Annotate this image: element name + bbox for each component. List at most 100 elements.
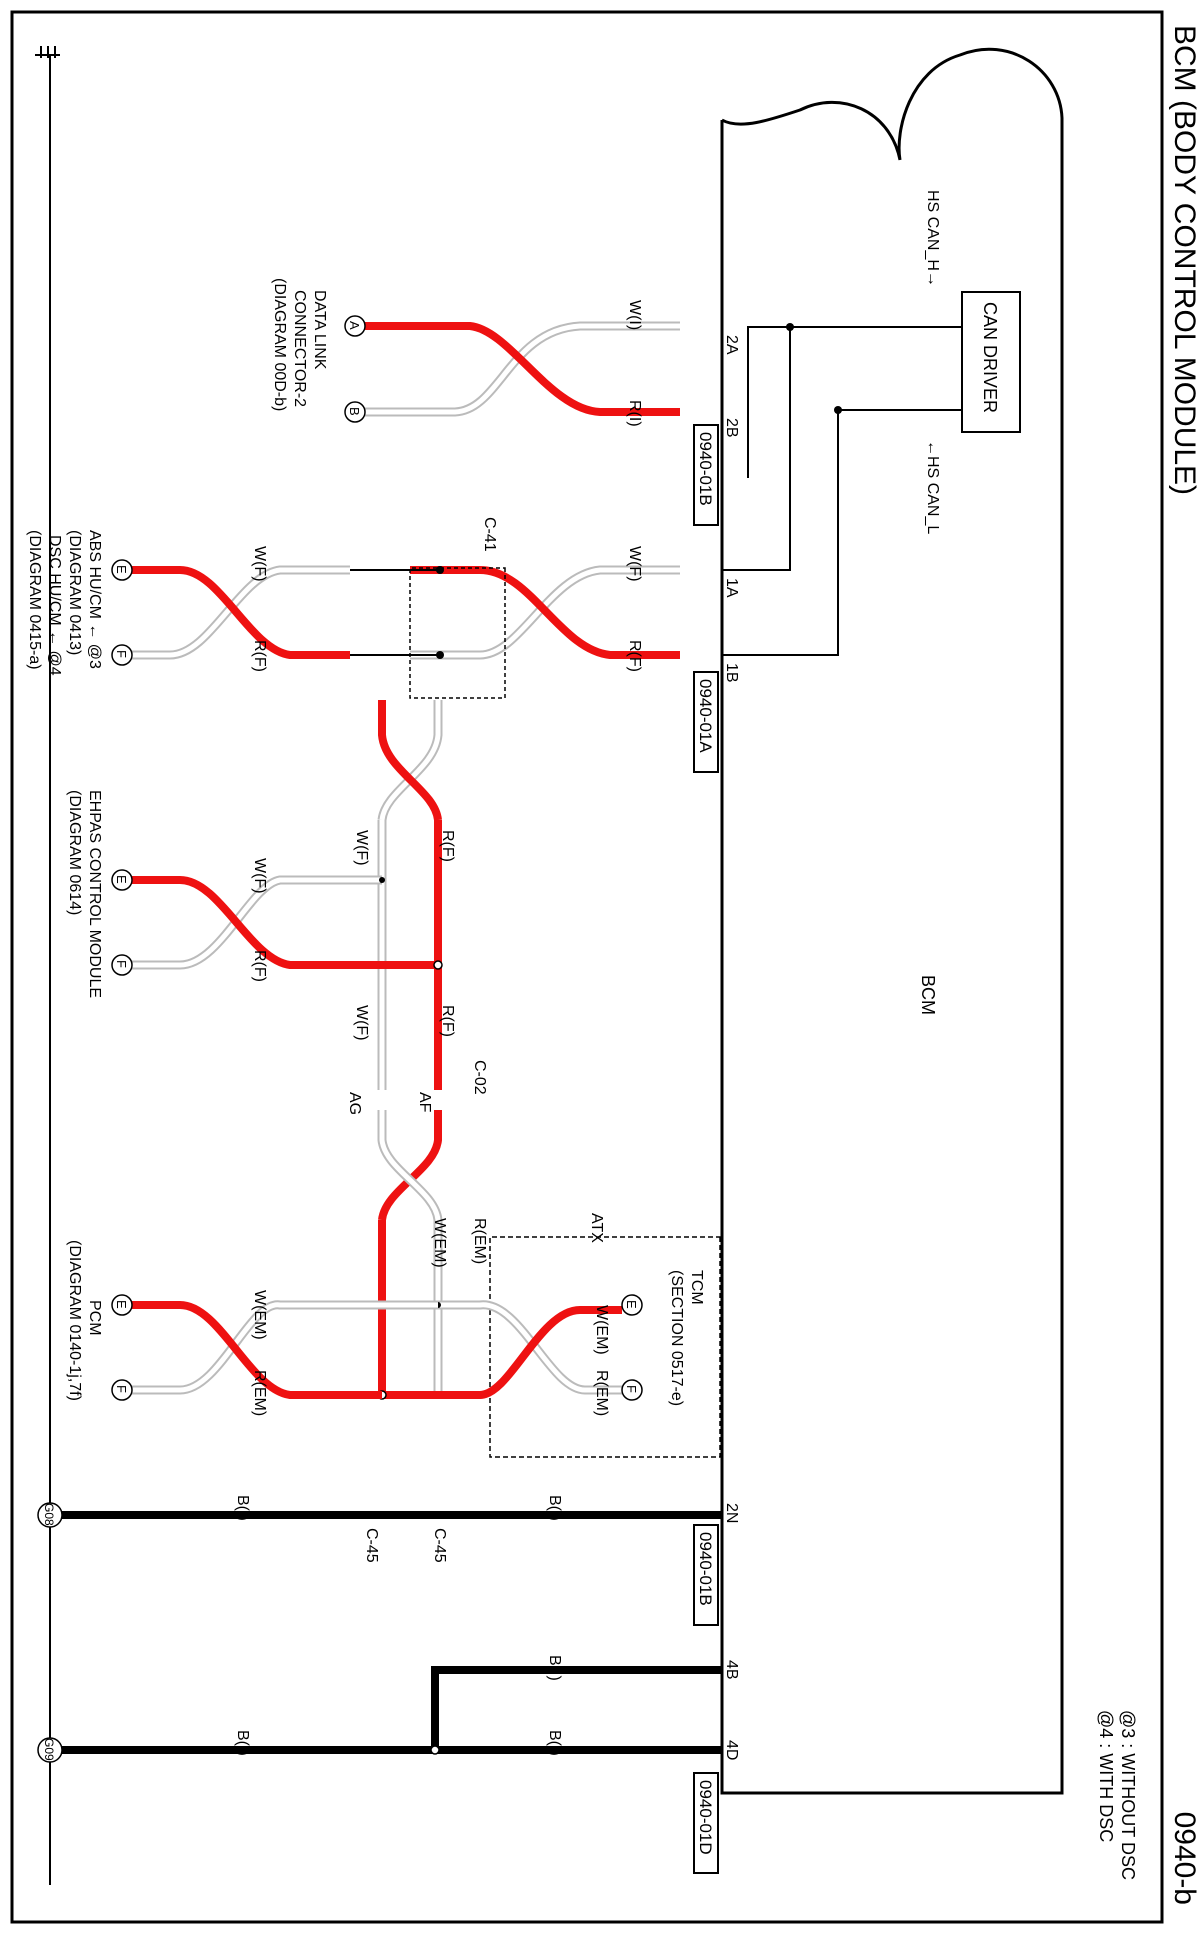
bcm-outline: [720, 47, 1064, 1795]
dlc-label-2: CONNECTOR-2: [291, 290, 308, 407]
abs-label-2: (DIAGRAM 0413): [66, 530, 83, 655]
pin-1b: 1B: [723, 663, 740, 683]
abs-twisted-pair: [130, 565, 350, 660]
abs-label-4: (DIAGRAM 0415-a): [26, 530, 43, 670]
page-code: 0940-b: [1168, 1812, 1200, 1905]
trunk-after-c02: [377, 1110, 443, 1395]
svg-text:E: E: [114, 565, 129, 574]
svg-text:E: E: [624, 1300, 639, 1309]
junction-atx: ATX: [588, 1213, 605, 1243]
svg-text:G08: G08: [42, 1503, 56, 1526]
c41-dashed-box: [409, 567, 506, 699]
tcm-terminal-e: [621, 1294, 643, 1316]
abs-terminal-f: [111, 644, 133, 666]
tcm-twisted-pair: [382, 1300, 622, 1399]
ground-symbol-icon: [35, 46, 60, 58]
svg-text:B(I): B(I): [546, 1495, 563, 1521]
ehpas-twisted-pair: [130, 875, 438, 970]
page-frame: [10, 10, 1164, 1924]
bcm-label: BCM: [918, 975, 938, 1015]
pin-4b: 4B: [723, 1660, 740, 1680]
svg-text:W(F): W(F): [251, 546, 268, 582]
ground-g09: [37, 1737, 63, 1763]
svg-text:W(F): W(F): [353, 830, 370, 866]
junction-c41: C-41: [481, 517, 498, 552]
hs-can-h-label: HS CAN_H→: [924, 190, 941, 287]
pin-2a: 2A: [723, 335, 740, 355]
tcm-label-2: (SECTION 0517-e): [668, 1270, 685, 1406]
abs-terminal-e: [111, 559, 133, 581]
svg-text:R(F): R(F): [251, 640, 268, 672]
junction-c45-lower: C-45: [363, 1528, 380, 1563]
svg-text:R(EM): R(EM): [593, 1370, 610, 1416]
connector-0940-01a: [693, 671, 719, 773]
ground-g08: [37, 1502, 63, 1528]
svg-text:R(EM): R(EM): [251, 1370, 268, 1416]
abs-label-3: DSC HU/CM ← @4: [46, 535, 63, 676]
bcm-to-c41-pair: [410, 565, 680, 660]
ehpas-terminal-e: [111, 869, 133, 891]
can-driver-box: [961, 291, 1021, 433]
note-without-dsc: @3 : WITHOUT DSC: [1118, 1710, 1138, 1880]
pin-1a: 1A: [723, 578, 740, 598]
abs-label-1: ABS HU/CM ← @3: [86, 530, 103, 669]
svg-text:B(I): B(I): [234, 1730, 251, 1756]
connector-0940-01b-bottom: [693, 1524, 719, 1626]
pin-2n: 2N: [723, 1503, 740, 1523]
connector-0940-01b-top-label: 0940-01B: [696, 432, 715, 506]
pin-2b: 2B: [723, 418, 740, 438]
pcm-label-2: (DIAGRAM 0140-1j,7f): [66, 1240, 83, 1401]
connector-0940-01d: [693, 1772, 719, 1874]
tcm-label-1: TCM: [688, 1270, 705, 1305]
hs-can-l-label: ←HS CAN_L: [924, 440, 941, 534]
tcm-terminal-f: [621, 1379, 643, 1401]
pin-4d: 4D: [723, 1740, 740, 1760]
can-driver-label: CAN DRIVER: [980, 302, 1000, 413]
pcm-terminal-e: [111, 1294, 133, 1316]
pcm-twisted-pair: [130, 1300, 438, 1399]
diagram-title: BCM (BODY CONTROL MODULE): [1168, 25, 1200, 495]
svg-text:B(I): B(I): [546, 1655, 563, 1681]
svg-text:W(F): W(F): [353, 1005, 370, 1041]
svg-text:E: E: [114, 875, 129, 884]
svg-text:G09: G09: [42, 1738, 56, 1761]
ground-wires: [55, 1511, 722, 1754]
svg-text:R(F): R(F): [251, 950, 268, 982]
junction-c02: C-02: [471, 1060, 488, 1095]
svg-text:A: A: [347, 321, 362, 330]
connector-0940-01a-label: 0940-01A: [696, 679, 715, 753]
svg-text:R(F): R(F): [439, 830, 456, 862]
can-l-to-1b: [722, 410, 839, 656]
dlc-wire-ri: R(I): [626, 400, 643, 427]
ehpas-label-2: (DIAGRAM 0614): [66, 790, 83, 915]
svg-text:W(F): W(F): [251, 858, 268, 894]
svg-text:F: F: [624, 1385, 639, 1393]
svg-text:R(F): R(F): [626, 640, 643, 672]
junction-c45-upper: C-45: [431, 1528, 448, 1563]
svg-text:E: E: [114, 1300, 129, 1309]
connector-0940-01b-top: [693, 424, 719, 526]
svg-text:W(F): W(F): [626, 546, 643, 582]
rotated-diagram: BCM (BODY CONTROL MODULE) 0940-b @3 : WI…: [26, 25, 1200, 1905]
pcm-label-1: PCM: [86, 1300, 103, 1336]
dlc-label-1: DATA LINK: [311, 290, 328, 370]
dlc-label-3: (DIAGRAM 00D-b): [271, 278, 288, 411]
connector-0940-01b-bottom-label: 0940-01B: [696, 1532, 715, 1606]
junction-af: AF: [416, 1092, 433, 1113]
dlc-twisted-pair: [365, 321, 680, 417]
ehpas-label-1: EHPAS CONTROL MODULE: [86, 790, 103, 998]
atx-dashed-box: [489, 1236, 721, 1458]
dlc-terminal-b: [344, 401, 366, 423]
junction-ag: AG: [346, 1092, 363, 1115]
svg-text:B(I): B(I): [546, 1730, 563, 1756]
connector-0940-01d-label: 0940-01D: [696, 1780, 715, 1855]
svg-text:R(EM): R(EM): [471, 1218, 488, 1264]
pcm-terminal-f: [111, 1379, 133, 1401]
svg-text:W(EM): W(EM): [251, 1290, 268, 1340]
svg-text:B(I): B(I): [234, 1495, 251, 1521]
svg-text:W(EM): W(EM): [593, 1305, 610, 1355]
svg-text:W(EM): W(EM): [431, 1218, 448, 1268]
main-trunk: [377, 700, 443, 1090]
svg-text:B: B: [347, 407, 362, 416]
